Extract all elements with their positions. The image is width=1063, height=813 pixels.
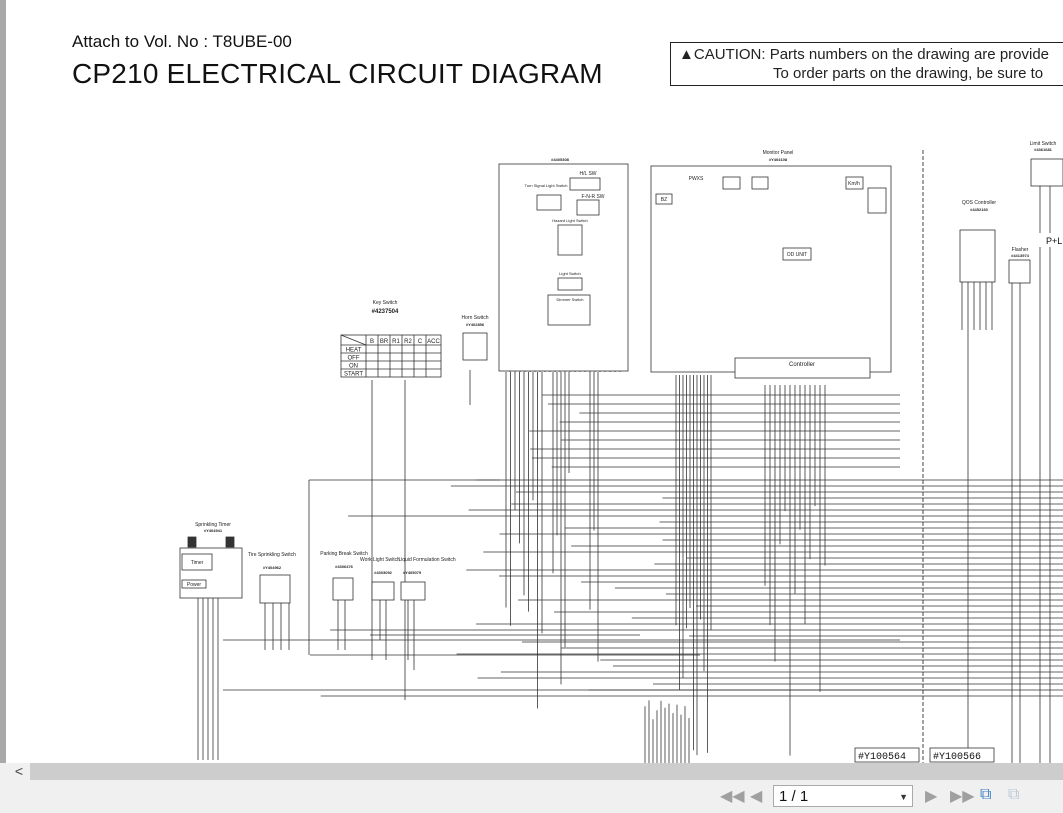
hazard-switch-label: Hazard Light Switch [552,218,588,223]
key-switch-row-on: ON [349,364,358,370]
power-label: Power [187,582,202,588]
qos-controller-part: #4452160 [970,207,989,212]
switch-panel-part: #4405308 [551,157,570,162]
turn-signal-switch-label: Turn Signal Light Switch [525,183,568,188]
page-indicator: 1 / 1 [779,788,809,805]
flasher-label: Flasher [1012,247,1029,253]
wire-bundle [197,186,1063,763]
buzzer-label: BZ [661,197,667,203]
harness-tag-y100564: #Y100564 [858,752,906,763]
lower-switches: Sprinkling Timer #Y404941 Timer Power Ti… [179,522,456,604]
pdf-toolbar: ◀◀ ◀ 1 / 1 ▼ ▶ ▶▶ ⧉ ⧉ [0,780,1063,813]
flasher-part: #4413974 [1011,253,1030,258]
last-page-icon[interactable]: ▶▶ [950,788,975,805]
tire-sprinkling-switch-part: #Y404962 [263,565,282,570]
od-unit-label: OD UNIT [787,252,808,258]
monitor-panel-label: Monitor Panel [763,150,794,156]
caution-line-1: CAUTION: Parts numbers on the drawing ar… [693,46,1050,63]
work-light-switch-label: Work Light Switch [360,557,400,563]
right-components: QOS Controller #4452160 Flasher #4413974… [959,141,1063,284]
horn-switch-label: Horn Switch [462,315,489,321]
sprinkling-timer-part: #Y404941 [204,528,223,533]
p-l-label: P+L [1046,236,1062,246]
key-switch-col-c: C [418,339,423,345]
harness-tag-y100566: #Y100566 [933,752,981,763]
key-switch: Key Switch #4237504 B BR R1 R2 C ACC HEA… [340,300,442,378]
fit-width-icon[interactable]: ⧉ [1008,786,1020,803]
fnr-switch-label: F-N-R SW [581,194,604,200]
warning-triangle-icon: ▲ [679,46,694,63]
controller-box [734,357,871,379]
horn-switch: Horn Switch #Y402856 [462,315,489,361]
limit-switch-part: #4361681 [1034,147,1053,152]
horn-switch-part: #Y402856 [466,322,485,327]
fit-page-icon[interactable]: ⧉ [980,786,992,803]
monitor-panel: Monitor Panel #Y404108 BZ PWXS Km/h OD U… [650,150,892,379]
circuit-diagram: Key Switch #4237504 B BR R1 R2 C ACC HEA… [179,141,1063,763]
horizontal-scrollbar[interactable]: < [0,763,1063,780]
parking-break-switch-label: Parking Break Switch [320,551,368,557]
tire-sprinkling-switch-label: Tire Sprinkling Switch [248,552,296,558]
key-switch-part: #4237504 [372,309,399,315]
liquid-formulation-switch-part: #Y405079 [403,570,422,575]
light-switch-label: Light Switch [559,271,581,276]
key-switch-col-r2: R2 [404,339,412,345]
key-switch-row-start: START [344,372,363,378]
key-switch-col-acc: ACC [427,339,440,345]
work-light-switch-part: #4303092 [374,570,393,575]
key-switch-col-br: BR [380,339,389,345]
pdf-page: Attach to Vol. No : T8UBE-00 CP210 ELECT… [6,0,1063,763]
chevron-down-icon: ▼ [899,792,908,802]
hl-switch-label: H/L SW [579,171,596,177]
switch-panel: #4405308 H/L SW F-N-R SW Turn Signal Lig… [498,157,629,372]
next-page-icon[interactable]: ▶ [925,788,938,805]
parking-break-switch-part: #4306476 [335,564,354,569]
limit-switch-label: Limit Switch [1030,141,1057,147]
pwxs-label: PWXS [689,176,704,182]
page-title: CP210 ELECTRICAL CIRCUIT DIAGRAM [72,58,603,89]
scroll-left-button[interactable]: < [14,763,24,779]
scrollbar-track[interactable] [30,763,1063,780]
caution-box: ▲CAUTION: Parts numbers on the drawing a… [670,42,1063,86]
caution-line-2: To order parts on the drawing, be sure t… [773,65,1044,82]
liquid-formulation-switch-label: Liquid Formulation Switch [398,557,455,563]
qos-controller-label: QOS Controller [962,200,997,206]
controller-label: Controller [789,362,815,368]
prev-page-icon[interactable]: ◀ [750,788,763,805]
harness-tags: #Y100564 #Y100566 [854,747,995,763]
key-switch-label: Key Switch [373,300,398,306]
key-switch-col-r1: R1 [392,339,400,345]
key-switch-col-b: B [370,339,374,345]
kmh-label: Km/h [848,181,860,187]
sprinkling-timer-label: Sprinkling Timer [195,522,231,528]
first-page-icon[interactable]: ◀◀ [720,788,745,805]
monitor-panel-part: #Y404108 [769,157,788,162]
key-switch-row-heat: HEAT [346,348,362,354]
page-selector[interactable]: 1 / 1 ▼ [773,785,913,807]
document-viewport: Attach to Vol. No : T8UBE-00 CP210 ELECT… [0,0,1063,763]
key-switch-row-off: OFF [348,356,360,362]
timer-label: Timer [191,560,204,566]
dimmer-switch-label: Dimmer Switch [557,297,584,302]
attach-line: Attach to Vol. No : T8UBE-00 [72,32,292,51]
